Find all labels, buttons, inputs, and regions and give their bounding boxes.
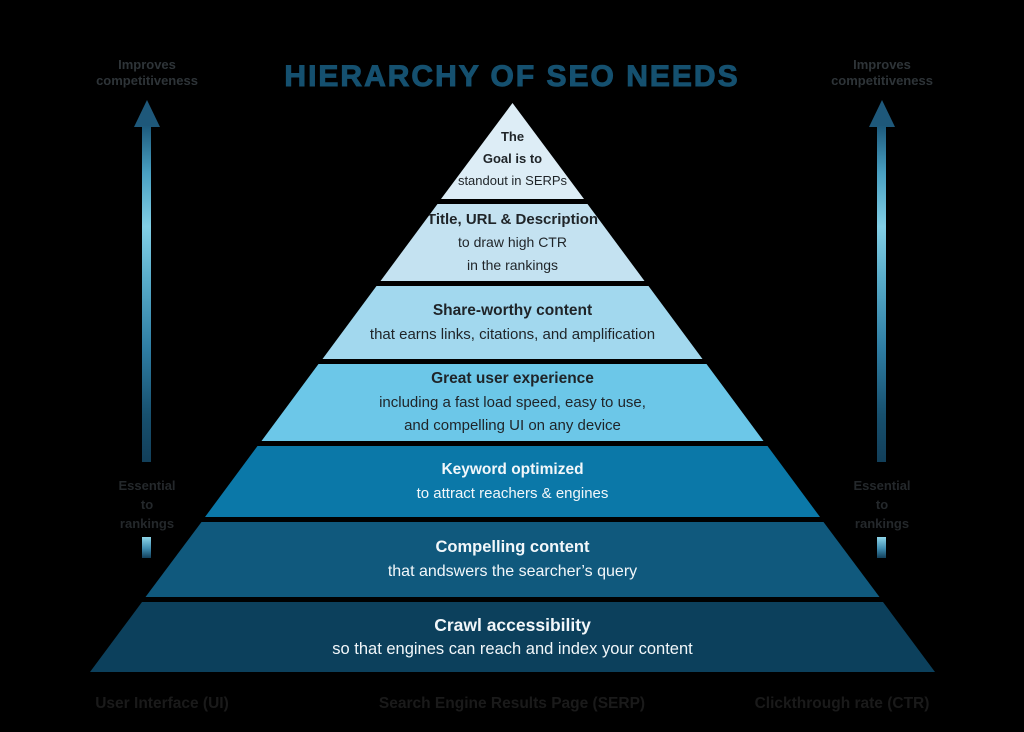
- pyramid-level-share-worthy-content: Share-worthy content that earns links, c…: [322, 286, 703, 359]
- seo-needs-pyramid: The Goal is to standout in SERPs Title, …: [90, 103, 935, 672]
- label-line: to: [875, 497, 889, 512]
- level-body: that andswers the searcher’s query: [387, 562, 638, 580]
- label-line: rankings: [854, 516, 910, 531]
- level-heading: Great user experience: [431, 370, 594, 388]
- level-body: and compelling UI on any device: [404, 417, 621, 435]
- pyramid-level-crawl-accessibility: Crawl accessibility so that engines can …: [90, 602, 935, 672]
- improves-competitiveness-label-left: Improves competitiveness: [96, 57, 198, 89]
- level-body: so that engines can reach and index your…: [332, 640, 693, 658]
- level-heading: Keyword optimized: [441, 461, 584, 478]
- level-body: in the rankings: [466, 257, 559, 273]
- footer-label-ui: User Interface (UI): [95, 695, 229, 712]
- up-arrow-shaft: [142, 126, 151, 462]
- footer-label-serp: Search Engine Results Page (SERP): [378, 695, 646, 712]
- essential-to-rankings-label-left: Essential to rankings: [118, 476, 175, 533]
- improves-competitiveness-label-right: Improves competitiveness: [831, 57, 933, 89]
- pyramid-level-title-url-description: Title, URL & Description to draw high CT…: [380, 204, 645, 281]
- footer-label-ctr: Clickthrough rate (CTR): [754, 695, 930, 712]
- level-body: standout in SERPs: [457, 173, 568, 188]
- level-body: that earns links, citations, and amplifi…: [369, 325, 656, 343]
- label-line: rankings: [119, 516, 175, 531]
- level-heading: The: [500, 129, 525, 144]
- level-heading: Goal is to: [482, 151, 543, 166]
- level-heading: Share-worthy content: [432, 301, 593, 319]
- page-title: HIERARCHY OF SEO NEEDS: [284, 60, 740, 94]
- level-body: to attract reachers & engines: [416, 484, 609, 502]
- level-body: to draw high CTR: [458, 234, 567, 250]
- level-heading: Crawl accessibility: [434, 615, 591, 635]
- label-line: to: [140, 497, 154, 512]
- up-arrow-shaft-tail: [877, 537, 886, 558]
- label-line: competitiveness: [831, 73, 933, 88]
- pyramid-level-goal: The Goal is to standout in SERPs: [441, 103, 584, 199]
- up-arrow-shaft: [877, 126, 886, 462]
- up-arrow-shaft-tail: [142, 537, 151, 558]
- level-heading: Compelling content: [435, 538, 590, 556]
- label-line: Improves: [853, 57, 911, 72]
- label-line: Essential: [118, 478, 176, 493]
- label-line: Essential: [853, 478, 911, 493]
- pyramid-level-compelling-content: Compelling content that andswers the sea…: [145, 522, 880, 597]
- pyramid-level-great-user-experience: Great user experience including a fast l…: [261, 364, 764, 441]
- level-body: including a fast load speed, easy to use…: [379, 393, 646, 411]
- essential-to-rankings-label-right: Essential to rankings: [853, 476, 910, 533]
- label-line: Improves: [118, 57, 176, 72]
- level-heading: Title, URL & Description: [426, 211, 599, 228]
- pyramid-level-keyword-optimized: Keyword optimized to attract reachers & …: [205, 446, 820, 517]
- label-line: competitiveness: [96, 73, 198, 88]
